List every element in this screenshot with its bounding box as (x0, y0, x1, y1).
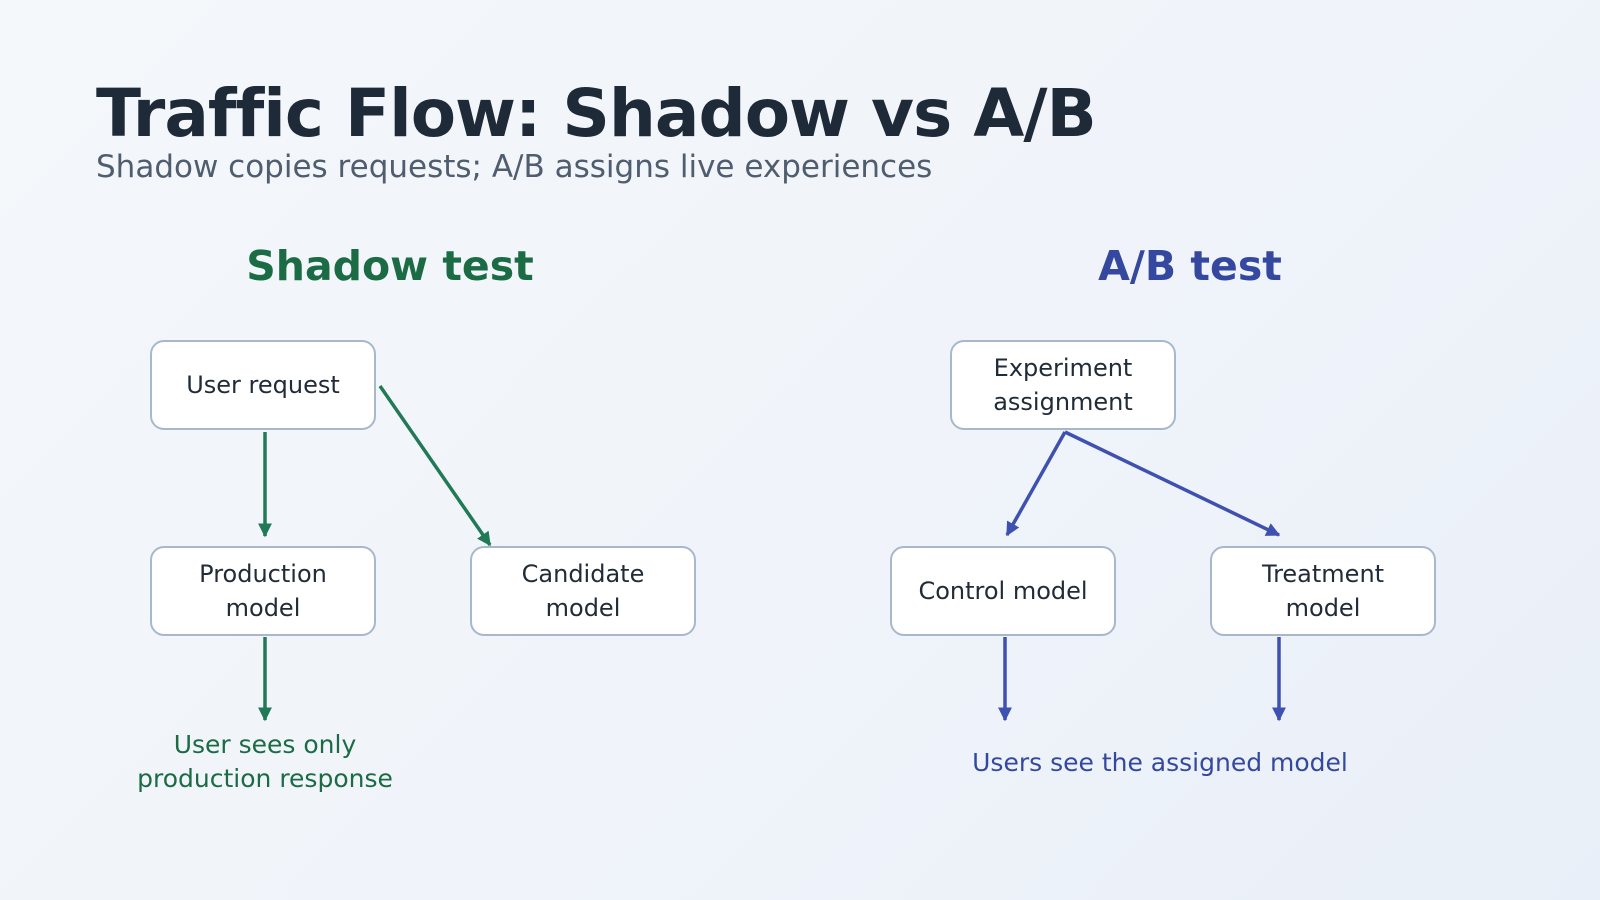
arrow-assignment-to-control (1005, 431, 1067, 537)
arrow-request-to-candidate (378, 385, 492, 547)
arrow-assignment-to-treatment (1064, 430, 1281, 537)
shadow-test-heading: Shadow test (246, 242, 534, 290)
ab-test-heading: A/B test (1098, 242, 1282, 290)
user-request-box: User request (150, 340, 376, 430)
ab-users-note: Users see the assigned model (972, 748, 1348, 777)
slide-title: Traffic Flow: Shadow vs A/B (96, 75, 1097, 152)
slide-subtitle: Shadow copies requests; A/B assigns live… (96, 149, 933, 185)
control-model-box: Control model (890, 546, 1116, 636)
